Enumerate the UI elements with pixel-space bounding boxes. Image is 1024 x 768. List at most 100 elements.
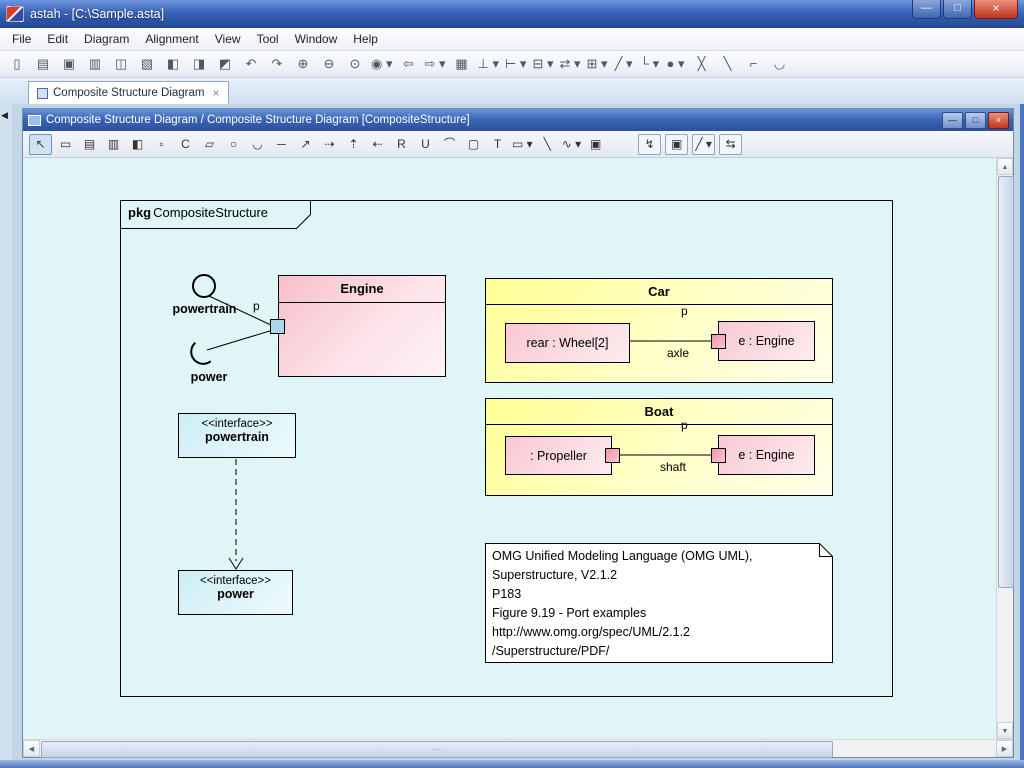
interface-power[interactable]: <<interface>> power <box>178 570 293 615</box>
package-tool[interactable]: ▱ <box>204 136 215 151</box>
maximize-button[interactable]: □ <box>943 0 972 19</box>
boat-engine-part[interactable]: e : Engine <box>718 435 815 475</box>
line-tool[interactable]: ╲ <box>543 136 551 151</box>
text-tool[interactable]: T <box>493 136 502 151</box>
engine-port[interactable] <box>270 319 285 334</box>
provided-interface-label[interactable]: powertrain <box>172 302 237 316</box>
boat-propeller-part[interactable]: : Propeller <box>505 436 612 475</box>
image-tool[interactable]: ▣ <box>589 136 602 151</box>
note-tool[interactable]: ▢ <box>467 136 480 151</box>
zoom-out-icon[interactable]: ⊖ <box>323 56 335 71</box>
quick-draw-tool[interactable]: ↯ <box>638 133 662 155</box>
provided-interface-tool[interactable]: ○ <box>229 136 238 151</box>
tab-close-icon[interactable]: × <box>212 86 220 100</box>
close-button[interactable]: × <box>974 0 1018 19</box>
diagonal-line-icon[interactable]: ╲ <box>723 56 732 71</box>
export-image-icon[interactable]: ▧ <box>140 56 154 71</box>
menu-diagram[interactable]: Diagram <box>84 32 130 46</box>
tab-composite-structure-diagram[interactable]: Composite Structure Diagram × <box>28 81 229 104</box>
clone-icon[interactable]: ◩ <box>218 56 232 71</box>
editor-titlebar[interactable]: Composite Structure Diagram / Composite … <box>23 109 1013 131</box>
menu-edit[interactable]: Edit <box>47 32 69 46</box>
required-interface-label[interactable]: power <box>190 370 228 384</box>
line-corner-icon[interactable]: └ ▾ <box>639 56 660 71</box>
menu-alignment[interactable]: Alignment <box>145 32 199 46</box>
menu-tool[interactable]: Tool <box>256 32 279 46</box>
matrix-tool[interactable]: ▥ <box>107 136 120 151</box>
titlebar[interactable]: astah - [C:\Sample.asta] — □ × <box>0 0 1024 28</box>
required-interface-tool[interactable]: ◡ <box>252 136 263 151</box>
horizontal-scrollbar[interactable]: ◀ ⋯ ▶ <box>23 739 1013 758</box>
horizontal-scroll-thumb[interactable]: ⋯ <box>41 741 833 758</box>
redo-icon[interactable]: ↷ <box>271 56 283 71</box>
undo-icon[interactable]: ↶ <box>245 56 257 71</box>
menu-help[interactable]: Help <box>353 32 378 46</box>
copy-icon[interactable]: ◧ <box>166 56 180 71</box>
menu-view[interactable]: View <box>214 32 241 46</box>
arc-icon[interactable]: ◡ <box>773 56 786 71</box>
panel-collapse-arrow[interactable]: ◀ <box>1 110 8 120</box>
vertical-scroll-thumb[interactable] <box>998 176 1014 588</box>
pen-style-button[interactable]: ╱ ▾ <box>692 133 716 155</box>
vertical-scrollbar[interactable]: ▲ ▼ <box>996 158 1014 739</box>
zoom-reset-icon[interactable]: ⊙ <box>349 56 361 71</box>
connector-tool[interactable]: ─ <box>277 136 286 151</box>
propeller-port[interactable] <box>605 448 620 463</box>
structure-frame-tool[interactable]: ▭ <box>59 136 72 151</box>
port-tool[interactable]: ▫ <box>159 136 164 151</box>
jump-back-icon[interactable]: ⇦ <box>403 56 414 71</box>
realization-tool[interactable]: ⇡ <box>348 136 359 151</box>
part-tool[interactable]: ◧ <box>131 136 144 151</box>
note-text[interactable]: OMG Unified Modeling Language (OMG UML),… <box>492 547 822 661</box>
usage-tool[interactable]: ⇠ <box>372 136 383 151</box>
car-engine-port[interactable] <box>711 334 726 349</box>
align-vertical-icon[interactable]: ⊥ ▾ <box>477 56 499 71</box>
menu-file[interactable]: File <box>12 32 32 46</box>
editor-restore-button[interactable]: □ <box>965 112 986 129</box>
grid-icon[interactable]: ⊞ ▾ <box>586 56 608 71</box>
jump-forward-icon[interactable]: ⇨ ▾ <box>424 56 446 71</box>
line-shape-icon[interactable]: ╱ ▾ <box>614 56 633 71</box>
list-tool[interactable]: ▤ <box>83 136 96 151</box>
open-file-icon[interactable]: ▤ <box>36 56 50 71</box>
save-icon[interactable]: ▣ <box>62 56 76 71</box>
new-file-icon[interactable]: ▯ <box>13 56 21 71</box>
frame-toggle-button[interactable]: ▣ <box>665 133 689 155</box>
menu-window[interactable]: Window <box>294 32 338 46</box>
select-tool[interactable]: ↖ <box>29 133 52 155</box>
print-icon[interactable]: ▥ <box>88 56 102 71</box>
distribute-icon[interactable]: ⇄ ▾ <box>559 56 581 71</box>
element-table-icon[interactable]: ▦ <box>455 56 468 71</box>
scroll-down-arrow[interactable]: ▼ <box>997 722 1013 739</box>
scroll-left-arrow[interactable]: ◀ <box>23 740 40 757</box>
match-size-icon[interactable]: ⊟ ▾ <box>532 56 554 71</box>
interface-powertrain[interactable]: <<interface>> powertrain <box>178 413 296 458</box>
zoom-in-icon[interactable]: ⊕ <box>297 56 309 71</box>
engine-class[interactable]: Engine <box>278 275 446 377</box>
align-horizontal-icon[interactable]: ⊢ ▾ <box>504 56 527 71</box>
class-tool[interactable]: C <box>181 136 190 151</box>
rectangle-tool[interactable]: ▭ ▾ <box>512 136 533 151</box>
angle-icon[interactable]: ⌐ <box>749 56 758 71</box>
boat-port-label[interactable]: p <box>681 418 688 432</box>
scroll-right-arrow[interactable]: ▶ <box>996 740 1013 757</box>
editor-minimize-button[interactable]: — <box>942 112 963 129</box>
shape-color-icon[interactable]: ● ▾ <box>666 56 685 71</box>
trim-icon[interactable]: ╳ <box>697 56 706 71</box>
usecase-tool[interactable]: U <box>421 136 430 151</box>
editor-close-button[interactable]: × <box>988 112 1009 129</box>
requirement-tool[interactable]: R <box>397 136 406 151</box>
dependency-tool[interactable]: ⇢ <box>324 136 335 151</box>
print-preview-icon[interactable]: ◫ <box>114 56 128 71</box>
car-port-label[interactable]: p <box>681 304 688 318</box>
scroll-up-arrow[interactable]: ▲ <box>997 158 1013 175</box>
car-wheel-part[interactable]: rear : Wheel[2] <box>505 323 630 363</box>
package-frame[interactable] <box>120 200 893 697</box>
anchor-tool[interactable]: ⌒ <box>443 136 456 151</box>
paste-icon[interactable]: ◨ <box>192 56 206 71</box>
axle-connector-label[interactable]: axle <box>666 346 689 360</box>
curve-tool[interactable]: ∿ ▾ <box>561 136 582 151</box>
zoom-ratio-icon[interactable]: ◉ ▾ <box>371 56 393 71</box>
